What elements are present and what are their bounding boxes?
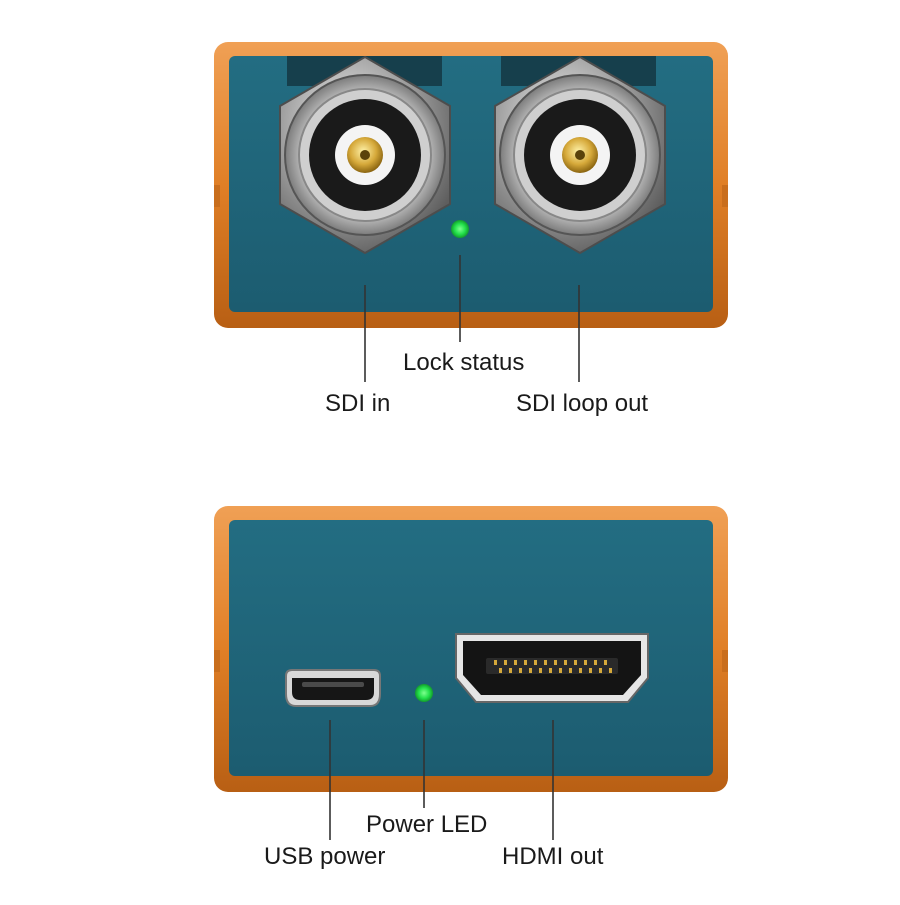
lock-status-led-icon: [451, 220, 469, 238]
sdi-in-bnc-icon: [279, 55, 451, 255]
bottom-panel: [214, 506, 728, 840]
hdmi-out-label: HDMI out: [502, 843, 604, 870]
usb-power-label: USB power: [264, 843, 386, 870]
bottom-seam-left: [214, 650, 220, 672]
top-seam-left: [214, 185, 220, 207]
micro-usb-port-icon: [285, 669, 381, 707]
power-led-icon: [415, 684, 433, 702]
sdi-in-label: SDI in: [325, 390, 391, 417]
top-seam-right: [722, 185, 728, 207]
top-panel: [214, 42, 728, 382]
hdmi-port-icon: [455, 633, 649, 703]
sdi-loop-out-label: SDI loop out: [516, 390, 649, 417]
sdi-loop-out-bnc-icon: [494, 55, 666, 255]
power-led-label: Power LED: [366, 811, 488, 838]
bottom-seam-right: [722, 650, 728, 672]
lock-status-label: Lock status: [403, 349, 525, 376]
